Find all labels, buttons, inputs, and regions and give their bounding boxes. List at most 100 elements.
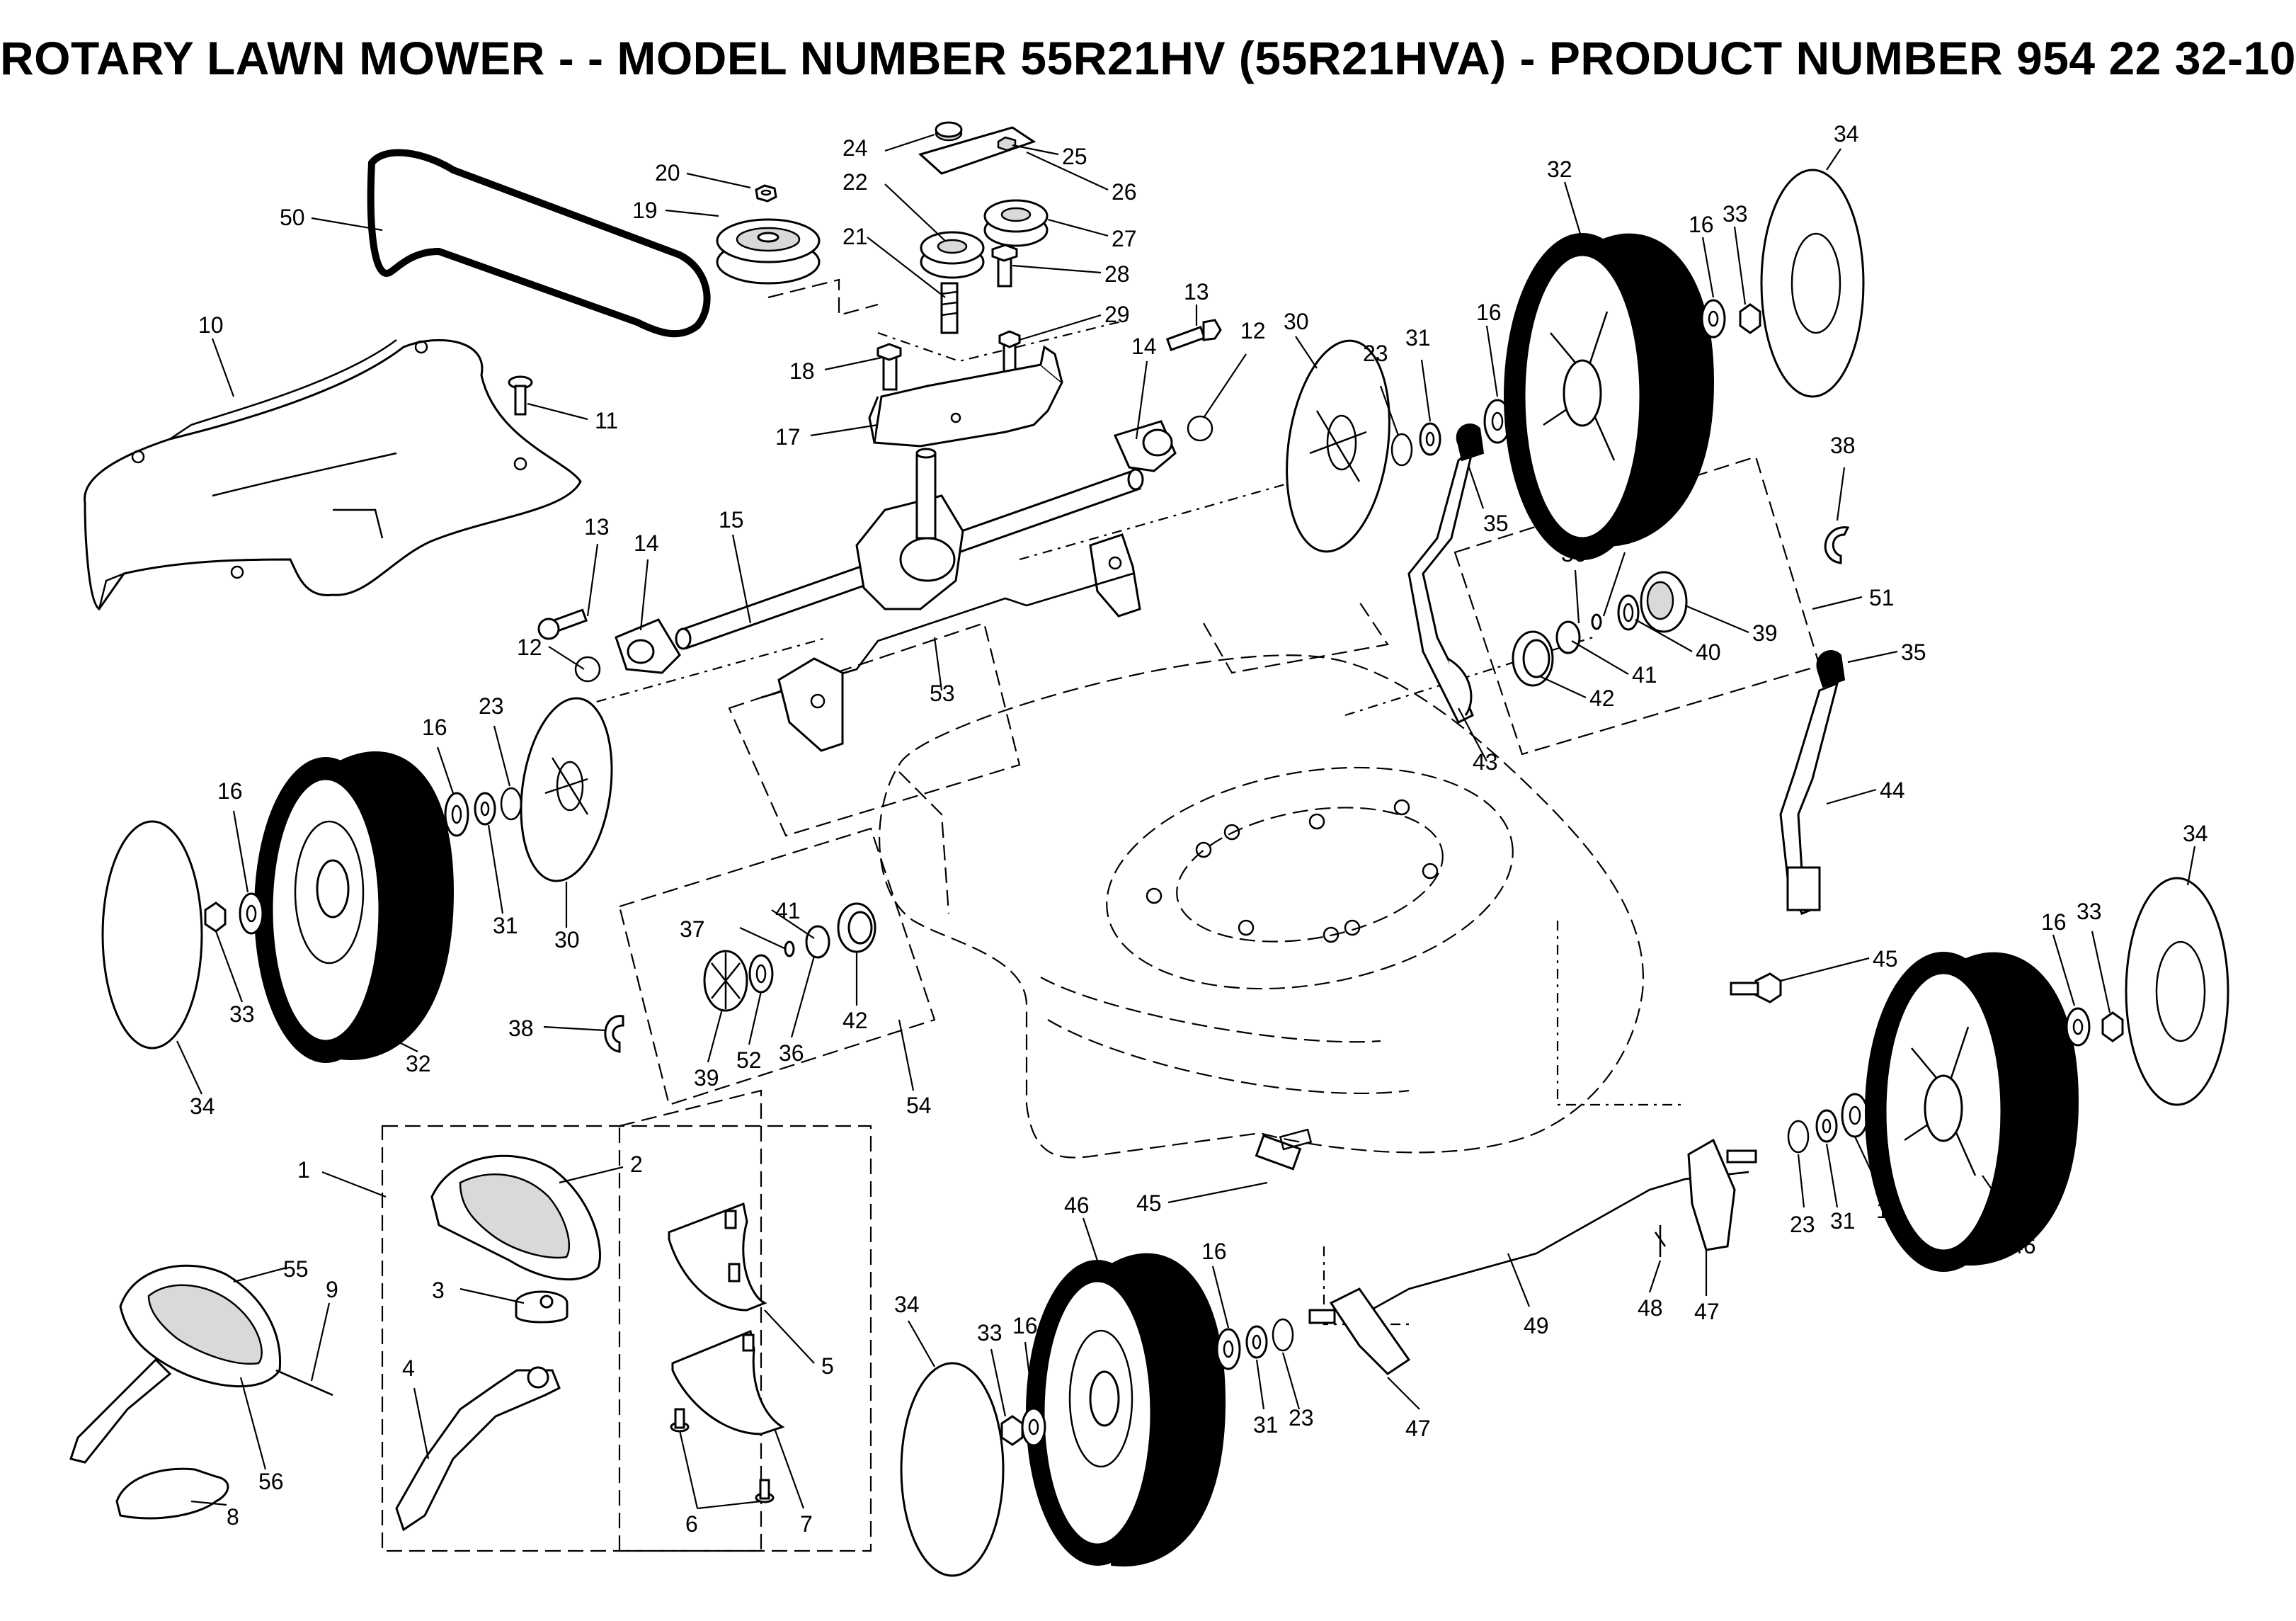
gearbox <box>855 448 964 610</box>
page-title: ROTARY LAWN MOWER - - MODEL NUMBER 55R21… <box>0 32 2296 84</box>
spring-40 <box>1617 594 1640 631</box>
nut-33-front-left <box>1000 1415 1024 1446</box>
callout-13-upper: 13 <box>1184 279 1209 305</box>
washer-16-front-right-b <box>2065 1007 2091 1047</box>
callout-31-upper: 31 <box>1405 325 1431 351</box>
washer-31-front-right <box>1815 1109 1838 1143</box>
callout-34-front-left: 34 <box>894 1292 920 1317</box>
kit-54-boundary <box>618 827 936 1106</box>
lever-44 <box>1779 681 1839 915</box>
bolt-28 <box>991 244 1018 288</box>
bracket-8 <box>115 1467 229 1520</box>
bolt-45-upper <box>1730 972 1782 1003</box>
axle-guide-left <box>573 636 829 710</box>
washer-41-right <box>1555 620 1581 654</box>
bolt-29 <box>998 330 1021 375</box>
callout-47-lower: 47 <box>1405 1416 1431 1441</box>
callout-12-lower: 12 <box>517 635 542 660</box>
callout-25: 25 <box>1062 144 1087 169</box>
handle-cover-55 <box>119 1264 282 1388</box>
ring-38-left <box>604 1015 624 1053</box>
callout-31-left: 31 <box>493 913 518 938</box>
callout-39-right: 39 <box>1752 620 1778 646</box>
bearing-14-lower <box>615 618 681 674</box>
washer-31-left <box>474 792 496 826</box>
bracket-17 <box>868 345 1063 448</box>
nut-33-left <box>204 901 227 933</box>
cable-9 <box>275 1369 333 1397</box>
screw-6-b <box>755 1479 775 1503</box>
callout-16-front-left-b: 16 <box>1012 1313 1038 1338</box>
ring-38-right <box>1824 526 1850 564</box>
axle-bracket-boundary <box>728 622 1021 837</box>
washer-16-right-top-b <box>1701 299 1726 339</box>
washer-16-left-a <box>444 792 469 837</box>
deck-rear-guard <box>1203 601 1389 674</box>
callout-41-right: 41 <box>1632 662 1657 688</box>
ring-23-right-top <box>1390 433 1413 467</box>
washer-16-front-left-a <box>1216 1328 1241 1370</box>
callout-54: 54 <box>906 1093 932 1118</box>
washer-31-front-left <box>1245 1325 1268 1359</box>
callout-24: 24 <box>843 135 868 161</box>
bolt-18 <box>876 343 902 391</box>
ring-23-front-left <box>1272 1318 1294 1352</box>
callout-18: 18 <box>789 358 815 384</box>
callout-53: 53 <box>930 681 955 706</box>
callout-30-upper: 30 <box>1284 309 1309 334</box>
cam-3 <box>515 1290 569 1324</box>
callout-42-right: 42 <box>1589 686 1615 711</box>
callout-33-left: 33 <box>229 1001 255 1027</box>
callout-29: 29 <box>1104 302 1130 327</box>
nut-33-right-top <box>1739 303 1761 334</box>
callout-23-front-left: 23 <box>1289 1405 1314 1431</box>
lever-4 <box>395 1366 561 1532</box>
bolt-13-lower <box>537 608 588 640</box>
callout-45-upper: 45 <box>1873 946 1898 972</box>
deck-outline <box>879 654 1645 1159</box>
hubcap-30-right <box>1286 339 1390 553</box>
wheel-46-right <box>1865 952 2079 1272</box>
callout-33-right-mid: 33 <box>2077 899 2102 924</box>
callout-1: 1 <box>297 1157 310 1183</box>
drive-belt <box>367 149 711 338</box>
washer-16-left-b <box>239 892 264 935</box>
callout-30-left: 30 <box>554 927 580 952</box>
callout-16-left-b: 16 <box>217 778 243 804</box>
wheel-32-right <box>1504 233 1715 560</box>
spring-52 <box>748 954 774 994</box>
callout-16-front-right: 16 <box>1876 1198 1902 1223</box>
callout-16-upper-b: 16 <box>1689 212 1714 237</box>
pin-48 <box>1654 1225 1667 1257</box>
axle-53 <box>760 572 1133 699</box>
callout-50: 50 <box>280 205 305 230</box>
deck-dome <box>1106 766 1514 990</box>
callout-17: 17 <box>775 424 801 450</box>
pin-37-left <box>784 940 795 957</box>
callout-32-left: 32 <box>406 1051 431 1076</box>
pulley-19 <box>716 218 821 285</box>
mower-deck <box>879 601 1645 1159</box>
callout-38-right: 38 <box>1830 433 1856 458</box>
nut-25 <box>997 136 1017 152</box>
bail-56 <box>69 1358 172 1464</box>
kit-plates-boundary <box>618 1089 763 1552</box>
wheel-46-left <box>1026 1253 1226 1566</box>
clip-12-lower <box>574 656 601 683</box>
deck-skirt-line-2 <box>1047 1019 1410 1095</box>
callout-10: 10 <box>198 312 224 338</box>
callout-14-lower: 14 <box>634 530 659 556</box>
bracket-47-upper <box>1687 1138 1757 1251</box>
callout-56: 56 <box>258 1469 284 1494</box>
rear-bracket-guide <box>1556 921 1681 1106</box>
callout-40: 40 <box>1696 639 1721 665</box>
gear-39-left <box>703 950 748 1012</box>
callout-44: 44 <box>1880 778 1905 803</box>
callout-15: 15 <box>719 507 744 533</box>
callout-16-upper-a: 16 <box>1476 300 1502 325</box>
grip-35-upper <box>1456 423 1485 462</box>
callout-33-upper: 33 <box>1723 201 1748 227</box>
callout-28: 28 <box>1104 261 1130 287</box>
callout-34-left: 34 <box>190 1093 215 1119</box>
